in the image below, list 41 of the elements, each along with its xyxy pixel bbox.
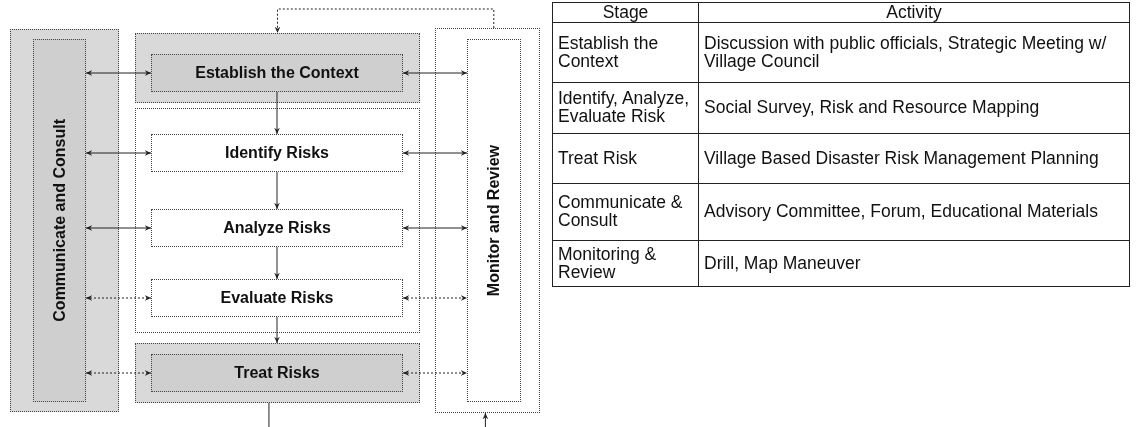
- arrow: [274, 91, 280, 135]
- arrow: [85, 370, 152, 376]
- table-cell: Identify, Analyze, Evaluate Risk: [552, 82, 699, 134]
- arrow: [274, 171, 280, 210]
- arrow: [274, 246, 280, 280]
- step-label: Treat Risks: [234, 364, 320, 382]
- table-cell: Stage: [552, 2, 699, 23]
- arrow: [482, 412, 489, 427]
- frame-panel: [135, 33, 420, 103]
- step-label: Evaluate Risks: [220, 289, 334, 307]
- frame-panel: [135, 343, 420, 403]
- frame-panel: [10, 29, 119, 412]
- step-label: Communicate and Consult: [50, 119, 69, 322]
- connector-line: [268, 402, 270, 427]
- arrow: [274, 8, 495, 34]
- step-label: Establish the Context: [195, 64, 359, 82]
- frame-panel: [135, 108, 420, 333]
- frame-panel: [435, 28, 540, 413]
- arrow: [402, 150, 468, 156]
- table-cell: Social Survey, Risk and Resource Mapping: [698, 82, 1130, 134]
- step-label: Identify Risks: [225, 144, 329, 162]
- table-cell: Village Based Disaster Risk Management Planning: [698, 133, 1130, 184]
- arrow: [402, 370, 468, 376]
- step-label: Analyze Risks: [223, 219, 331, 237]
- arrow: [402, 225, 468, 231]
- table-cell: Establish the Context: [552, 22, 699, 83]
- arrow: [402, 295, 468, 301]
- arrow: [402, 70, 468, 76]
- table-cell: Monitoring & Review: [552, 240, 699, 287]
- arrow: [85, 225, 152, 231]
- arrow: [85, 70, 152, 76]
- table-cell: Communicate & Consult: [552, 183, 699, 241]
- table-cell: Discussion with public officials, Strategic Meeting w/ Village Council: [698, 22, 1130, 83]
- table-cell: Treat Risk: [552, 133, 699, 184]
- arrow: [85, 150, 152, 156]
- step-label: Monitor and Review: [485, 144, 503, 297]
- arrow: [274, 316, 280, 344]
- table-cell: Advisory Committee, Forum, Educational Materials: [698, 183, 1130, 241]
- table-cell: Activity: [698, 2, 1130, 23]
- arrow: [85, 295, 152, 301]
- table-cell: Drill, Map Maneuver: [698, 240, 1130, 287]
